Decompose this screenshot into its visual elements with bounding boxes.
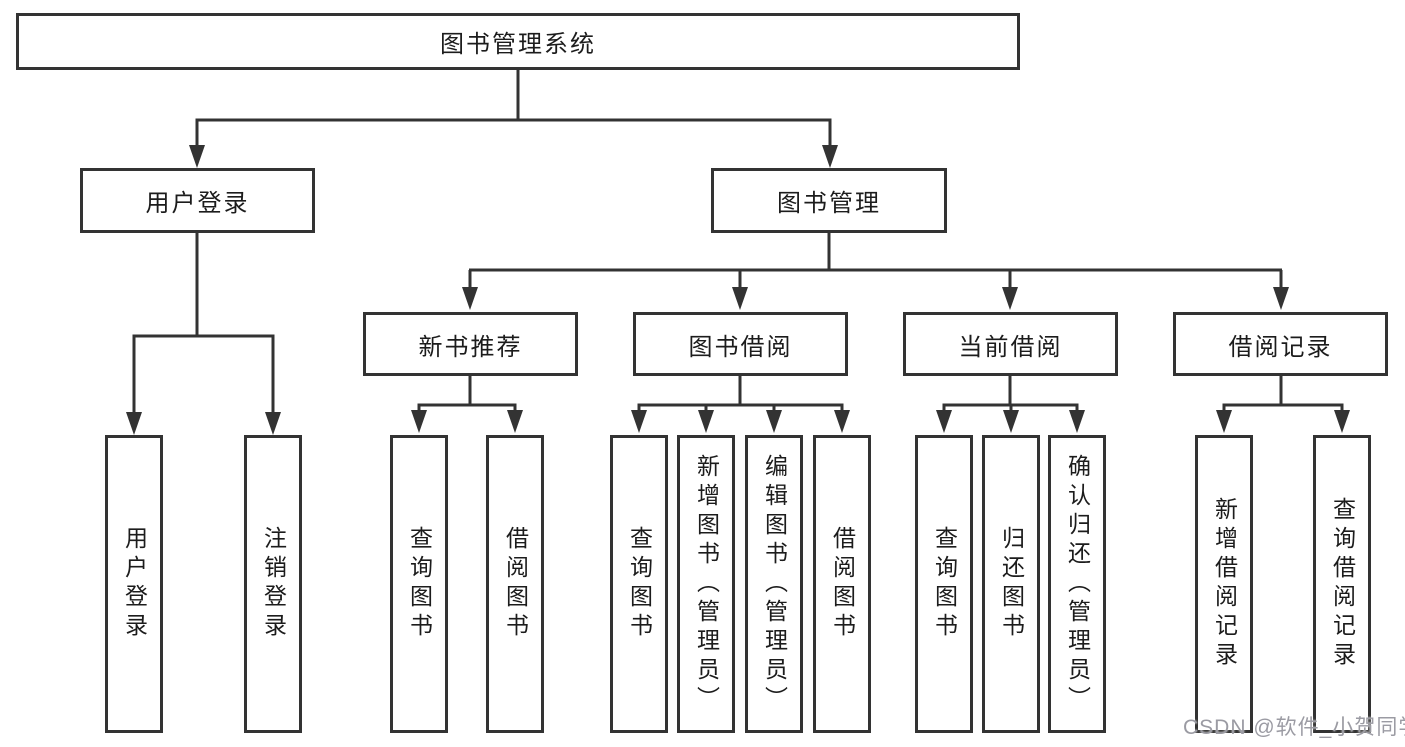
connector-login-to-leaves: [126, 233, 281, 435]
leaf-label: 查询图书: [626, 526, 653, 642]
arrow-down-icon: [507, 410, 523, 433]
leaf-label: 新增图书（管理员）: [693, 453, 720, 715]
leaf-newbook-query-books: 查询图书: [390, 435, 448, 733]
leaf-records-query-record: 查询借阅记录: [1313, 435, 1371, 733]
arrow-down-icon: [732, 287, 748, 310]
connector-root-to-level2: [189, 70, 838, 168]
leaf-borrow-edit-books-admin: 编辑图书（管理员）: [745, 435, 803, 733]
connector-newbook-to-leaves: [411, 376, 523, 433]
connector-manage-to-level3: [462, 233, 1289, 310]
connector-records-to-leaves: [1216, 376, 1350, 433]
arrow-down-icon: [1273, 287, 1289, 310]
arrow-down-icon: [126, 412, 142, 435]
arrow-down-icon: [1069, 410, 1085, 433]
leaf-newbook-borrow-books: 借阅图书: [486, 435, 544, 733]
arrow-down-icon: [1334, 410, 1350, 433]
arrow-down-icon: [822, 145, 838, 168]
leaf-borrow-add-books-admin: 新增图书（管理员）: [677, 435, 735, 733]
connector-borrow-to-leaves: [631, 376, 850, 433]
leaf-current-confirm-return-admin: 确认归还（管理员）: [1048, 435, 1106, 733]
leaf-label: 新增借阅记录: [1211, 497, 1238, 671]
leaf-records-add-record: 新增借阅记录: [1195, 435, 1253, 733]
arrow-down-icon: [411, 410, 427, 433]
arrow-down-icon: [631, 410, 647, 433]
leaf-label: 借阅图书: [502, 526, 529, 642]
node-book-management: 图书管理: [711, 168, 947, 233]
leaf-borrow-borrow-books: 借阅图书: [813, 435, 871, 733]
arrow-down-icon: [1002, 287, 1018, 310]
arrow-down-icon: [189, 145, 205, 168]
arrow-down-icon: [1003, 410, 1019, 433]
node-new-book-recommend: 新书推荐: [363, 312, 578, 376]
leaf-logout: 注销登录: [244, 435, 302, 733]
node-user-login: 用户登录: [80, 168, 315, 233]
leaf-label: 注销登录: [260, 526, 287, 642]
node-borrow-records: 借阅记录: [1173, 312, 1388, 376]
connector-current-to-leaves: [936, 376, 1085, 433]
node-book-borrowing: 图书借阅: [633, 312, 848, 376]
arrow-down-icon: [834, 410, 850, 433]
leaf-label: 查询借阅记录: [1329, 497, 1356, 671]
leaf-label: 查询图书: [931, 526, 958, 642]
leaf-borrow-query-books: 查询图书: [610, 435, 668, 733]
leaf-current-return-books: 归还图书: [982, 435, 1040, 733]
node-root: 图书管理系统: [16, 13, 1020, 70]
arrow-down-icon: [462, 287, 478, 310]
leaf-current-query-books: 查询图书: [915, 435, 973, 733]
leaf-label: 归还图书: [998, 526, 1025, 642]
arrow-down-icon: [766, 410, 782, 433]
arrow-down-icon: [936, 410, 952, 433]
watermark: CSDN @软件_小贺同学: [1183, 716, 1405, 739]
leaf-label: 查询图书: [406, 526, 433, 642]
node-current-borrowing: 当前借阅: [903, 312, 1118, 376]
leaf-label: 编辑图书（管理员）: [761, 453, 788, 715]
arrow-down-icon: [698, 410, 714, 433]
arrow-down-icon: [265, 412, 281, 435]
leaf-label: 用户登录: [121, 526, 148, 642]
leaf-label: 借阅图书: [829, 526, 856, 642]
leaf-label: 确认归还（管理员）: [1064, 453, 1091, 715]
arrow-down-icon: [1216, 410, 1232, 433]
leaf-user-login: 用户登录: [105, 435, 163, 733]
